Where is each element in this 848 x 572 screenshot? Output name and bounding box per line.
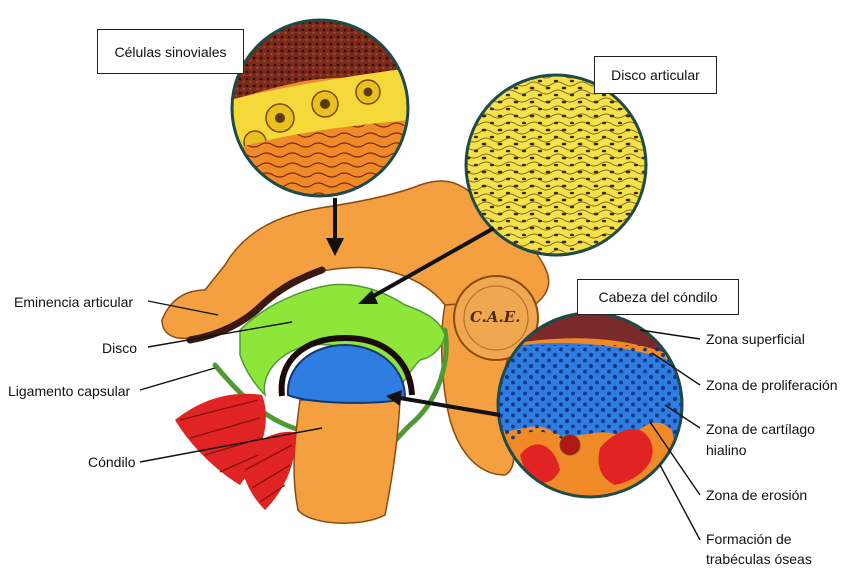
trabeculae-label-1: Formación de bbox=[706, 531, 792, 548]
synovial-cells-label: Células sinoviales bbox=[97, 29, 244, 74]
proliferation-zone-label: Zona de proliferación bbox=[706, 377, 838, 394]
synovial-inset bbox=[230, 18, 410, 203]
articular-eminence-label: Eminencia articular bbox=[14, 294, 133, 311]
trabeculae-label-2: trabéculas óseas bbox=[706, 551, 812, 568]
disc-label: Disco bbox=[102, 340, 137, 357]
hyaline-zone-label-2: hialino bbox=[706, 442, 746, 459]
superficial-zone-label: Zona superficial bbox=[706, 331, 805, 348]
condyle-inset bbox=[498, 313, 682, 497]
condyle-head-label: Cabeza del cóndilo bbox=[577, 279, 739, 315]
capsular-ligament-label: Ligamento capsular bbox=[8, 383, 130, 400]
erosion-zone-label: Zona de erosión bbox=[706, 487, 807, 504]
hyaline-zone-label-1: Zona de cartílago bbox=[706, 421, 815, 438]
articular-disc-label: Disco articular bbox=[594, 56, 717, 94]
condyle-label: Cóndilo bbox=[88, 454, 135, 471]
condyle-neck bbox=[294, 400, 400, 523]
ear-canal-label: C.A.E. bbox=[470, 308, 520, 326]
